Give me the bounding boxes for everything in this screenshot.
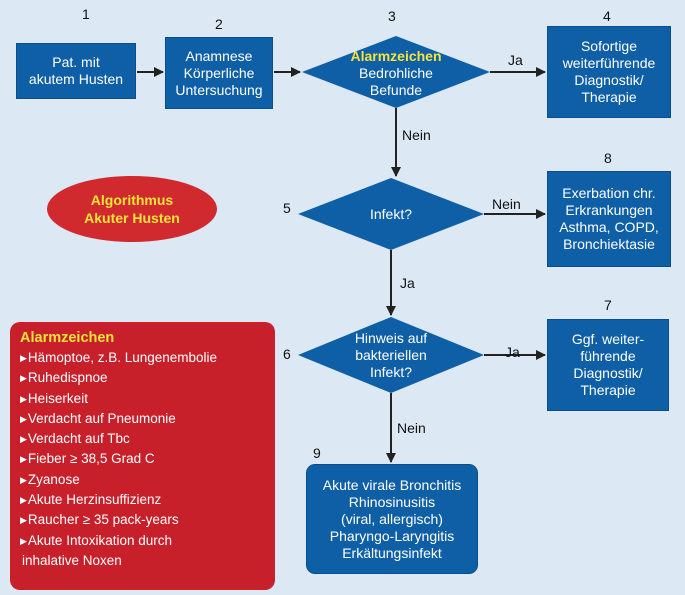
bullet-icon: ▶ [20, 535, 27, 546]
bullet-icon: ▶ [20, 454, 27, 465]
decision-diamond-6 [298, 317, 484, 393]
step-number-4: 4 [603, 8, 611, 24]
bullet-icon: ▶ [20, 515, 27, 526]
alarm-item: ▶Hämoptoe, z.B. Lungenembolie [20, 348, 267, 368]
edge-label-6-9: Nein [397, 420, 426, 436]
decision-3-label: Alarmzeichen Bedrohliche Befunde [330, 47, 462, 98]
node-8-line-1: Exerbation chr. [562, 185, 656, 201]
algorithm-title-line-2: Akuter Husten [84, 210, 180, 226]
bullet-icon: ▶ [20, 434, 27, 445]
node-8-line-4: Bronchiektasie [563, 236, 655, 252]
decision-diamond-3 [302, 36, 490, 108]
node-4-line-3: Diagnostik/ [574, 72, 644, 88]
node-1-line-2: akutem Husten [28, 71, 124, 87]
alarm-item: ▶Akute Intoxikation durch [20, 531, 267, 551]
node-4-line-4: Therapie [581, 89, 637, 105]
node-anamnesis-examination: Anamnese Körperliche Untersuchung [165, 37, 273, 109]
node-acute-cough-patient: Pat. mit akutem Husten [16, 43, 136, 99]
bullet-icon: ▶ [20, 373, 27, 384]
step-number-1: 1 [82, 6, 90, 22]
node-4-line-2: weiterführende [562, 55, 656, 71]
decision-6-line-3: Infekt? [369, 363, 413, 380]
step-number-6: 6 [283, 346, 291, 362]
alarm-item-text: Hämoptoe, z.B. Lungenembolie [27, 350, 218, 365]
node-9-line-5: Erkältungsinfekt [342, 544, 442, 561]
node-2-line-3: Untersuchung [175, 81, 263, 98]
decision-3-line-2: Befunde [369, 81, 423, 98]
node-7-line-2: führende [580, 348, 636, 364]
node-9-line-3: (viral, allergisch) [341, 510, 443, 527]
node-further-diagnostics: Ggf. weiter- führende Diagnostik/ Therap… [547, 319, 669, 411]
alarm-item-text: Akute Herzinsuffizienz [27, 492, 162, 508]
alarm-item-text: Fieber ≥ 38,5 Grad C [27, 451, 155, 467]
bullet-icon: ▶ [20, 474, 27, 485]
bullet-icon: ▶ [20, 413, 27, 424]
alarm-item: ▶Verdacht auf Tbc [20, 429, 267, 449]
node-8-line-3: Asthma, COPD, [559, 219, 659, 235]
alarm-item-text: Akute Intoxikation durch [27, 532, 173, 548]
alarm-item-continuation: inhalative Noxen [22, 552, 122, 568]
alarm-item-text: Heiserkeit [27, 390, 88, 406]
edge-label-5-8: Nein [492, 196, 521, 212]
edge-label-3-5: Nein [402, 127, 431, 143]
decision-3-line-1: Bedrohliche [359, 64, 433, 81]
alarm-item: ▶Ruhedispnoe [20, 368, 267, 388]
step-number-2: 2 [215, 16, 223, 32]
decision-6-line-2: bakteriellen [355, 346, 427, 363]
node-9-line-2: Rhinosinusitis [348, 493, 436, 510]
alarm-item-text: Zyanose [27, 471, 80, 487]
alarm-item-text: Ruhedispnoe [27, 370, 108, 386]
step-number-9: 9 [313, 445, 321, 461]
decision-diamond-5 [298, 178, 484, 250]
bullet-icon: ▶ [20, 353, 27, 363]
decision-6-label: Hinweis auf bakteriellen Infekt? [331, 329, 451, 381]
node-viral-diagnoses: Akute virale Bronchitis Rhinosinusitis (… [306, 464, 478, 574]
alarm-panel-title: Alarmzeichen [20, 330, 115, 346]
node-immediate-diagnostics: Sofortige weiterführende Diagnostik/ The… [547, 26, 671, 118]
alarm-item: ▶Raucher ≥ 35 pack-years [20, 510, 267, 530]
alarm-item: ▶Verdacht auf Pneumonie [20, 409, 267, 429]
step-number-3: 3 [388, 8, 396, 24]
node-1-line-1: Pat. mit [52, 54, 100, 70]
alarm-item: ▶Akute Herzinsuffizienz [20, 490, 267, 510]
edge-label-5-6: Ja [400, 275, 415, 291]
edge-label-6-7: Ja [505, 344, 520, 360]
alarm-signs-panel: Alarmzeichen ▶Hämoptoe, z.B. Lungenembol… [10, 322, 275, 590]
algorithm-title-line-1: Algorithmus [90, 192, 174, 208]
node-9-line-1: Akute virale Bronchitis [322, 476, 462, 493]
decision-3-highlight: Alarmzeichen [350, 47, 442, 64]
decision-6-line-1: Hinweis auf [354, 329, 428, 346]
decision-5-label: Infekt? [341, 204, 441, 224]
node-9-line-4: Pharyngo-Laryngitis [329, 527, 455, 544]
node-7-line-1: Ggf. weiter- [571, 331, 645, 347]
node-7-line-3: Diagnostik/ [573, 365, 643, 381]
alarm-item-text: Verdacht auf Tbc [27, 431, 130, 447]
node-4-line-1: Sofortige [580, 38, 638, 54]
step-number-8: 8 [604, 150, 612, 166]
alarm-item: ▶Zyanose [20, 470, 267, 490]
node-2-line-2: Körperliche [183, 64, 255, 81]
step-number-7: 7 [604, 297, 612, 313]
step-number-5: 5 [283, 200, 291, 216]
alarm-item-text: Raucher ≥ 35 pack-years [27, 512, 179, 528]
node-7-line-4: Therapie [580, 382, 636, 398]
node-8-line-2: Erkrankungen [565, 202, 653, 218]
bullet-icon: ▶ [20, 393, 27, 404]
node-exacerbation-chronic: Exerbation chr. Erkrankungen Asthma, COP… [547, 171, 671, 267]
bullet-icon: ▶ [20, 495, 27, 506]
node-2-line-1: Anamnese [185, 47, 253, 64]
alarm-item-text: Verdacht auf Pneumonie [27, 410, 176, 426]
algorithm-title-ellipse: Algorithmus Akuter Husten [47, 176, 217, 242]
edge-label-3-4: Ja [508, 52, 523, 68]
alarm-item: ▶Fieber ≥ 38,5 Grad C [20, 449, 267, 469]
alarm-item: ▶Heiserkeit [20, 389, 267, 409]
decision-5-line-1: Infekt? [369, 205, 413, 222]
